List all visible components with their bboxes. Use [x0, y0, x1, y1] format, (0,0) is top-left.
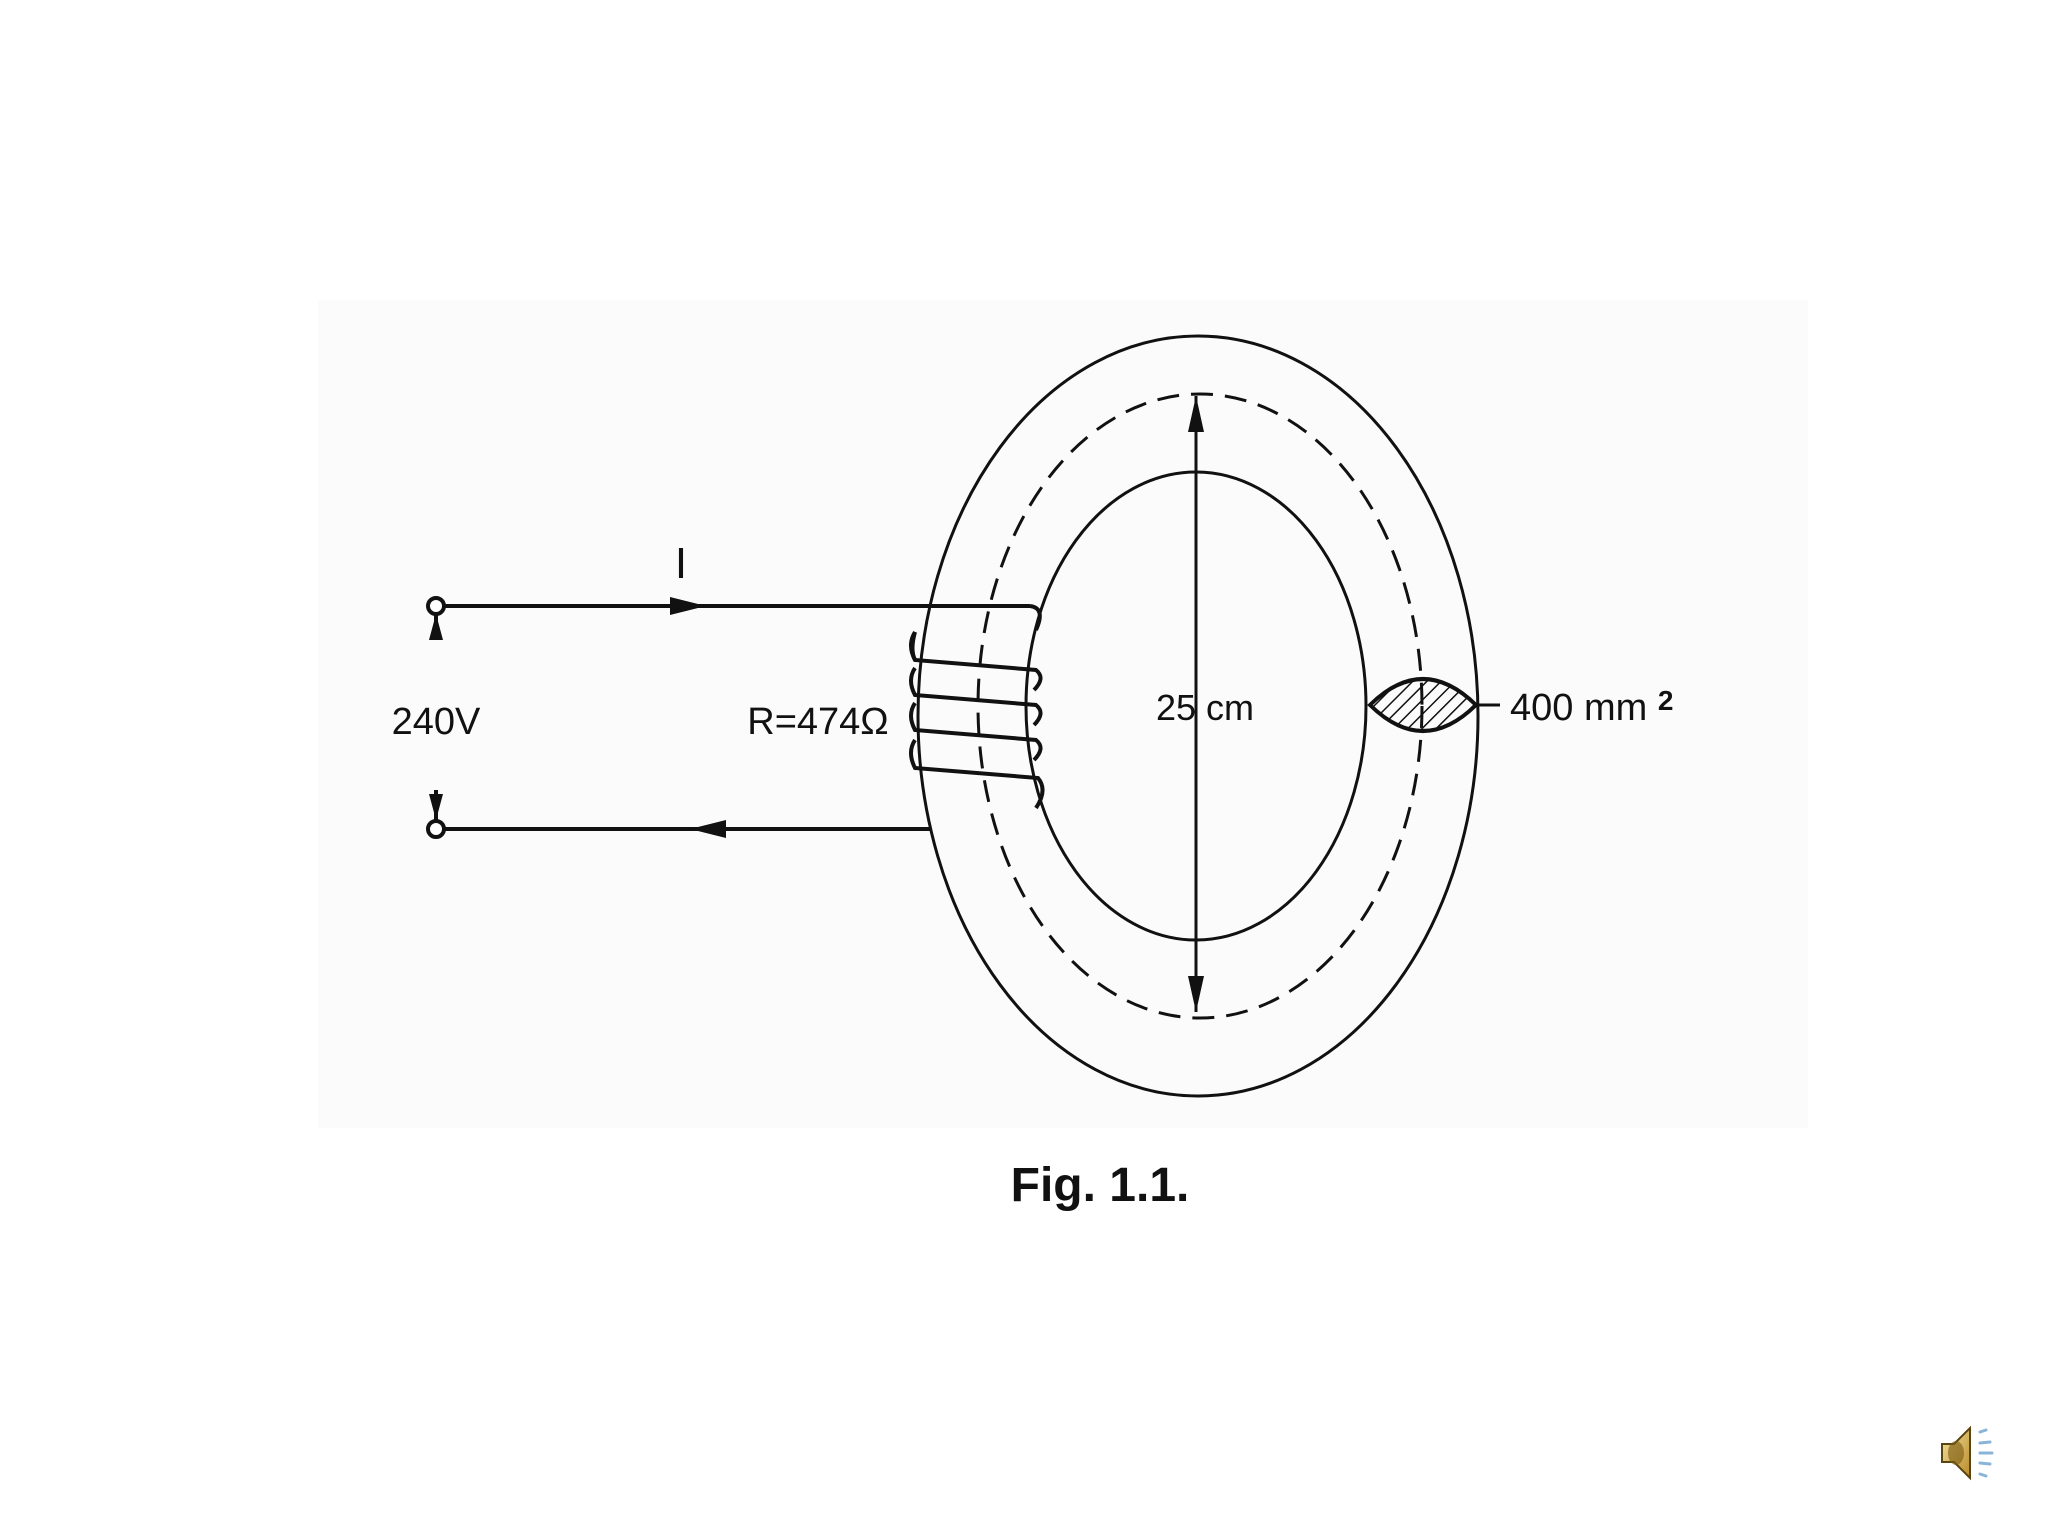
toroid-outer-edge [916, 334, 1480, 1098]
coil-winding [909, 630, 1045, 810]
resistance-label: R=474Ω [747, 701, 888, 743]
voltage-label: 240V [392, 701, 481, 743]
figure-panel [318, 300, 1808, 1128]
terminal-bottom [426, 819, 446, 839]
figure-caption: Fig. 1.1. [1010, 1159, 1190, 1212]
area-value: 400 mm [1510, 687, 1647, 729]
diameter-label: 25 cm [1156, 687, 1254, 728]
current-arrow-left [690, 820, 726, 838]
speaker-icon[interactable] [1936, 1418, 2006, 1488]
voltage-arrow-down [429, 794, 443, 820]
terminal-top [426, 596, 446, 616]
area-label: 400 mm 2 [1510, 685, 1673, 729]
area-exponent: 2 [1658, 685, 1674, 716]
current-label: I [675, 539, 687, 588]
diameter-dimension [1188, 396, 1204, 1012]
voltage-arrow-up [429, 614, 443, 640]
current-arrow-right [670, 597, 706, 615]
circuit-wires [434, 604, 1042, 831]
cross-section-area [1367, 677, 1479, 733]
